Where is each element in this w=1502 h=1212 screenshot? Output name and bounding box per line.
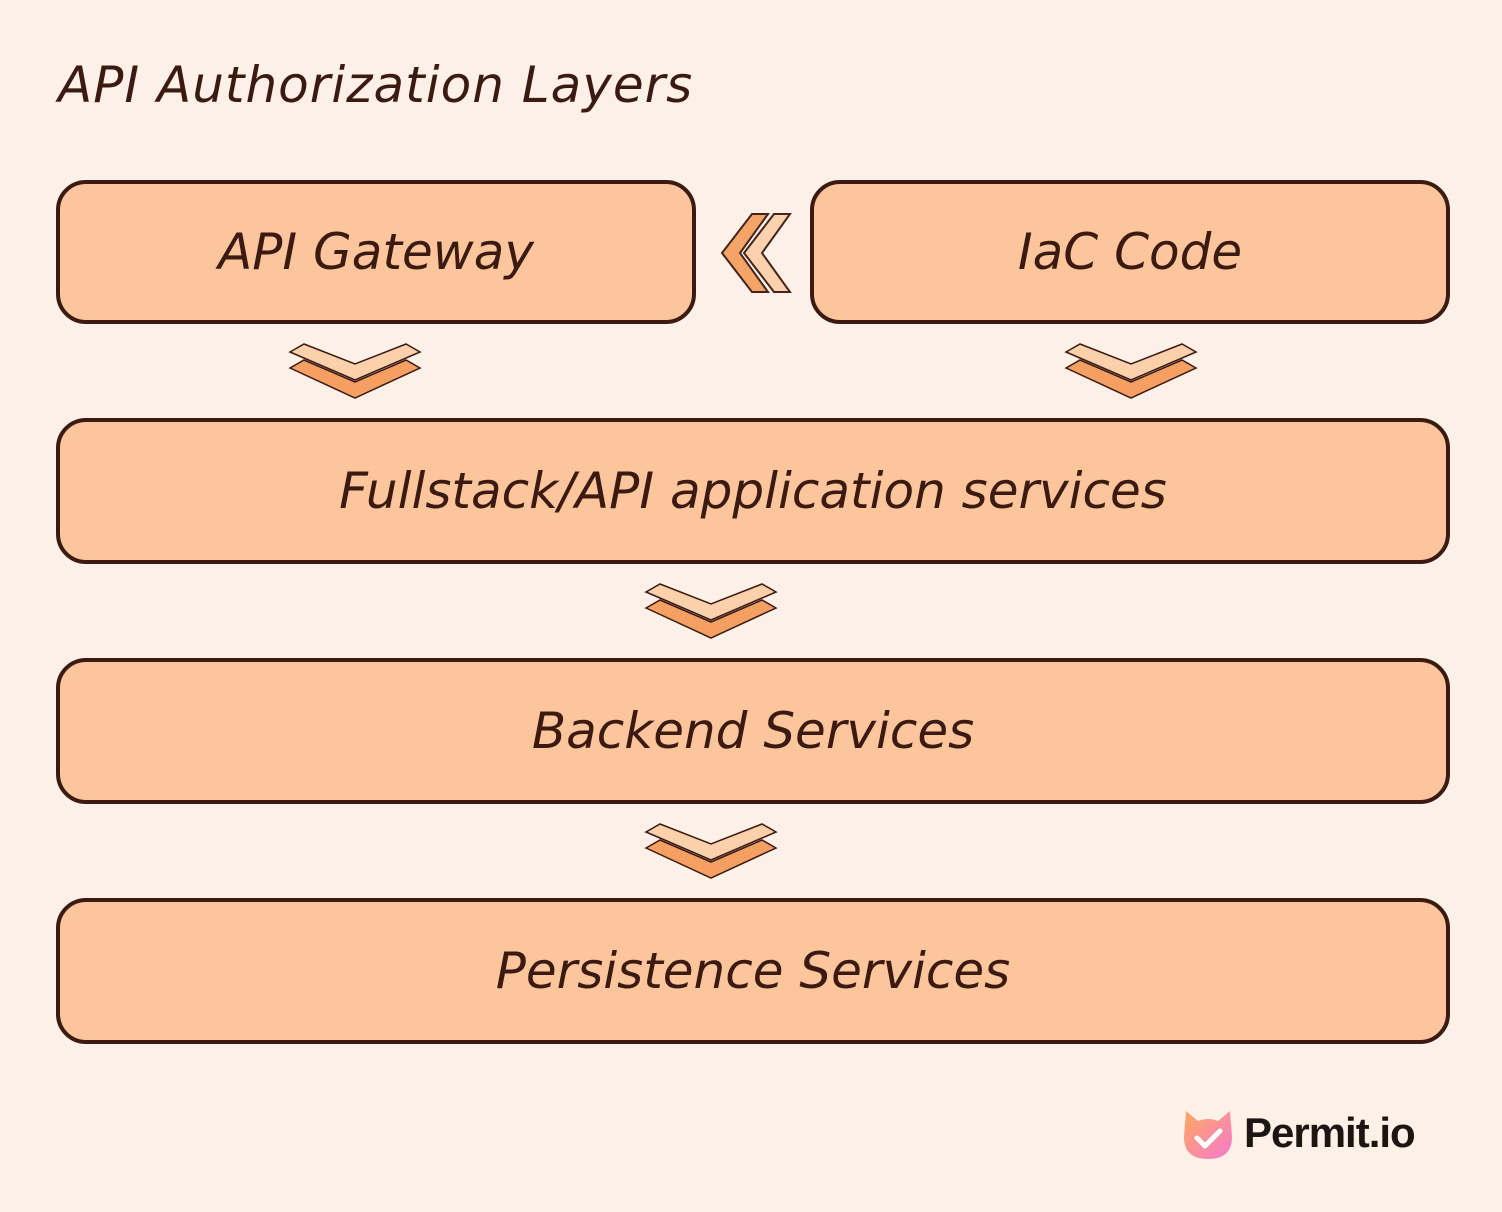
permit-logo: Permit.io <box>1180 1102 1416 1164</box>
fullstack-services-box: Fullstack/API application services <box>56 418 1450 564</box>
chevron-down-icon <box>644 823 778 879</box>
persistence-services-label: Persistence Services <box>495 942 1011 1000</box>
api-gateway-box: API Gateway <box>56 180 696 324</box>
diagram-title: API Authorization Layers <box>58 56 694 114</box>
chevron-down-icon <box>288 343 422 399</box>
fullstack-services-label: Fullstack/API application services <box>339 462 1167 520</box>
chevron-down-icon <box>644 583 778 639</box>
api-gateway-label: API Gateway <box>218 223 534 281</box>
iac-code-label: IaC Code <box>1017 223 1243 281</box>
chevron-left-icon <box>720 213 792 293</box>
cat-check-icon <box>1184 1111 1232 1159</box>
backend-services-box: Backend Services <box>56 658 1450 804</box>
backend-services-label: Backend Services <box>531 702 975 760</box>
chevron-down-icon <box>1064 343 1198 399</box>
persistence-services-box: Persistence Services <box>56 898 1450 1044</box>
logo-text: Permit.io <box>1244 1109 1416 1156</box>
iac-code-box: IaC Code <box>810 180 1450 324</box>
